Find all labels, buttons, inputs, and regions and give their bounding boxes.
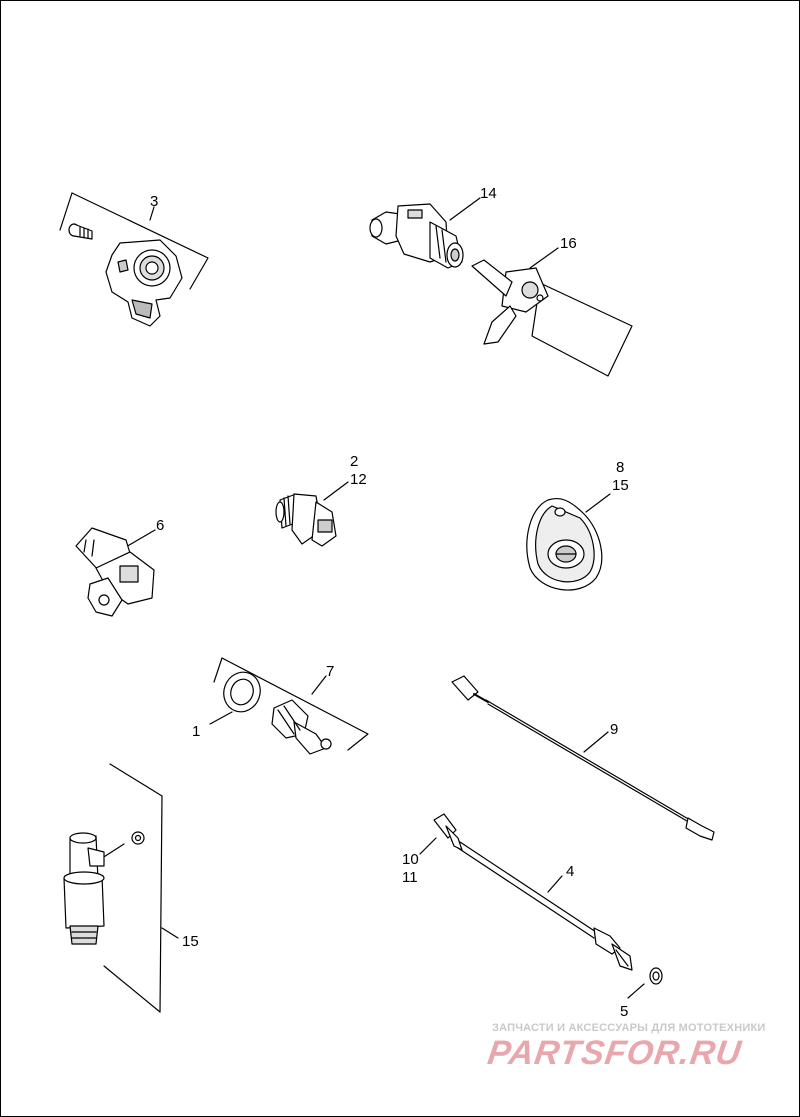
pressure-switch-icon <box>275 493 337 547</box>
leader-line <box>123 529 156 549</box>
callout-5: 5 <box>620 1003 628 1020</box>
crank-sensor-icon <box>75 527 155 617</box>
callout-2: 2 <box>350 453 358 470</box>
part-7-1-sender <box>209 657 369 755</box>
leader-line <box>311 675 327 695</box>
leader-line <box>323 481 349 501</box>
screw-icon <box>68 223 93 240</box>
part-6-sensor <box>75 527 156 617</box>
callout-7: 7 <box>326 663 334 680</box>
leader-line <box>585 493 611 513</box>
part-8-15-fob <box>526 493 611 591</box>
callout-4: 4 <box>566 863 574 880</box>
leader-line <box>149 206 155 221</box>
leader-line <box>583 731 609 753</box>
bracket-line <box>109 763 163 1013</box>
bracket-line <box>103 965 161 1013</box>
part-4-sensor-cable <box>419 813 663 999</box>
part-16-keys <box>471 247 633 377</box>
watermark-logo: PARTSFOR.RU <box>485 1034 745 1072</box>
callout-11: 11 <box>402 869 418 886</box>
key-icon <box>471 259 549 345</box>
callout-12: 12 <box>350 471 367 488</box>
callout-1: 1 <box>192 723 200 740</box>
key-tag-icon <box>531 282 633 377</box>
callout-10: 10 <box>402 851 419 868</box>
oil-sender-icon <box>271 699 332 755</box>
callout-16: 16 <box>560 235 577 252</box>
bracket-line <box>71 192 209 290</box>
tps-body-icon <box>105 239 183 327</box>
key-fob-icon <box>526 497 603 591</box>
washer-icon <box>223 671 261 713</box>
leader-line <box>161 927 179 939</box>
leader-line <box>209 711 233 725</box>
leader-line <box>627 983 645 999</box>
callout-6: 6 <box>156 517 164 534</box>
lead-wire-icon <box>451 675 715 841</box>
leader-line <box>529 247 559 269</box>
part-15-pressure-sensor <box>63 763 179 1013</box>
sensor-body-icon <box>63 832 105 945</box>
leader-line <box>547 875 563 893</box>
part-3-sensor <box>59 192 209 327</box>
callout-15-sensor: 15 <box>182 933 199 950</box>
callout-labels: 3 14 16 2 12 6 8 15 7 1 9 10 11 4 15 5 <box>150 185 629 1020</box>
o-ring-icon <box>649 967 663 985</box>
watermark-caption: ЗАПЧАСТИ И АКСЕССУАРЫ ДЛЯ МОТОТЕХНИКИ <box>492 1022 766 1034</box>
part-14-ignition-switch <box>369 197 481 269</box>
callout-14: 14 <box>480 185 497 202</box>
callout-3: 3 <box>150 193 158 210</box>
callout-15-fob: 15 <box>612 477 629 494</box>
ignition-switch-icon <box>369 203 464 269</box>
part-2-12-switch <box>275 481 349 547</box>
callout-8: 8 <box>616 459 624 476</box>
sensor-cable-icon <box>433 813 633 971</box>
clip-icon <box>131 831 145 845</box>
bracket-line <box>59 192 73 231</box>
leader-line <box>449 197 481 221</box>
part-9-lead <box>451 675 715 841</box>
leader-line <box>419 837 437 855</box>
bracket-line <box>213 657 369 751</box>
callout-9: 9 <box>610 721 618 738</box>
